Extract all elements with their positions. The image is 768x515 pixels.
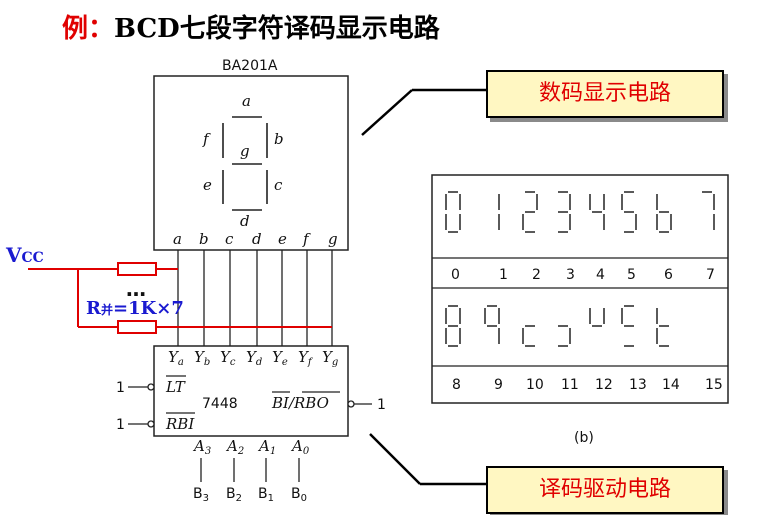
num-2: 2 <box>532 267 541 283</box>
driver-circuit-label: 译码驱动电路 <box>538 477 671 502</box>
num-1: 1 <box>499 267 508 283</box>
seg-label-a: a <box>242 92 251 110</box>
example-label: 例： <box>62 14 115 44</box>
num-11: 11 <box>561 377 579 393</box>
table-caption: (b) <box>574 430 594 446</box>
out-yf: Yf <box>298 348 314 368</box>
pin-label-e: e <box>278 230 287 248</box>
pin-label-c: c <box>225 230 234 248</box>
resistor-note-value: =1K×7 <box>113 298 184 319</box>
driver-circuit-callout: 译码驱动电路 <box>486 466 724 514</box>
lt-bubble <box>147 383 155 391</box>
row2-numbers: 8 9 10 11 12 13 14 15 <box>452 377 723 393</box>
display-part-number: BA201A <box>222 58 278 74</box>
bi-value: 1 <box>377 397 386 413</box>
out-ye: Ye <box>272 348 288 368</box>
display-circuit-label: 数码显示电路 <box>538 81 671 106</box>
vcc-sub: CC <box>22 250 44 266</box>
rbi-label: RBI <box>165 415 195 433</box>
digit-table: 0 1 2 3 4 5 6 7 8 9 10 11 12 13 14 15 (b… <box>431 174 729 446</box>
title-text: BCD七段字符译码显示电路 <box>114 14 440 44</box>
seven-segment-figure <box>222 116 268 211</box>
segment-wires <box>177 250 333 346</box>
in-a2: A2 <box>225 437 244 457</box>
digit-glyphs <box>445 191 715 347</box>
rbi-bubble <box>147 420 155 428</box>
bit-b1: B1 <box>258 486 274 504</box>
bit-b3: B3 <box>193 486 209 504</box>
lt-label: LT <box>165 378 186 396</box>
input-wires <box>200 458 300 482</box>
in-a3: A3 <box>192 437 211 457</box>
out-yd: Yd <box>246 348 262 368</box>
rbi-value: 1 <box>116 417 125 433</box>
num-3: 3 <box>566 267 575 283</box>
row1-numbers: 0 1 2 3 4 5 6 7 <box>451 267 715 283</box>
decoder-inputs: A3 A2 A1 A0 <box>192 437 310 457</box>
in-a1: A1 <box>257 437 276 457</box>
decoder-outputs: Ya Yb Yc Yd Ye Yf Yg <box>168 348 338 368</box>
resistor-ellipsis: … <box>126 277 146 301</box>
num-13: 13 <box>629 377 647 393</box>
decoder-part-number: 7448 <box>202 396 238 412</box>
driver-pointer-line <box>369 433 421 485</box>
display-circuit-callout: 数码显示电路 <box>486 70 724 118</box>
out-yb: Yb <box>194 348 210 368</box>
seg-label-g: g <box>240 142 250 160</box>
num-10: 10 <box>526 377 544 393</box>
out-ya: Ya <box>168 348 184 368</box>
in-a0: A0 <box>290 437 310 457</box>
resistor-note-r: R <box>86 298 102 319</box>
bi-rbo-label: BI/RBO <box>271 394 329 412</box>
display-pointer-line <box>361 89 413 136</box>
resistor-bottom <box>117 320 157 334</box>
seg-label-e: e <box>203 176 212 194</box>
num-9: 9 <box>494 377 503 393</box>
resistor-note: R并=1K×7 <box>86 298 184 319</box>
num-15: 15 <box>705 377 723 393</box>
pullup-network <box>28 262 332 334</box>
num-0: 0 <box>451 267 460 283</box>
pin-label-a: a <box>173 230 182 248</box>
pin-label-b: b <box>199 230 209 248</box>
num-4: 4 <box>596 267 605 283</box>
seg-label-b: b <box>274 130 284 148</box>
pin-label-f: f <box>302 230 311 248</box>
seg-label-d: d <box>240 212 250 230</box>
num-7: 7 <box>706 267 715 283</box>
table-frame <box>431 174 729 404</box>
display-package <box>153 75 349 251</box>
seg-label-c: c <box>274 176 283 194</box>
num-6: 6 <box>664 267 673 283</box>
num-8: 8 <box>452 377 461 393</box>
pin-label-g: g <box>328 230 338 248</box>
out-yg: Yg <box>322 348 338 368</box>
num-12: 12 <box>595 377 613 393</box>
bit-b0: B0 <box>291 486 307 504</box>
page-title: 例：BCD七段字符译码显示电路 <box>62 8 440 45</box>
num-14: 14 <box>662 377 680 393</box>
out-yc: Yc <box>220 348 236 368</box>
vcc-main: V <box>5 243 22 267</box>
seg-label-f: f <box>202 130 211 148</box>
vcc-label: VCC <box>5 243 44 267</box>
bit-b2: B2 <box>226 486 242 504</box>
lt-value: 1 <box>116 380 125 396</box>
num-5: 5 <box>627 267 636 283</box>
bi-bubble <box>347 400 355 408</box>
bcd-bits: B3 B2 B1 B0 <box>193 486 307 504</box>
pin-label-d: d <box>252 230 262 248</box>
resistor-note-sub: 并 <box>101 302 113 317</box>
resistor-top <box>117 262 157 276</box>
decoder-package <box>153 345 349 437</box>
